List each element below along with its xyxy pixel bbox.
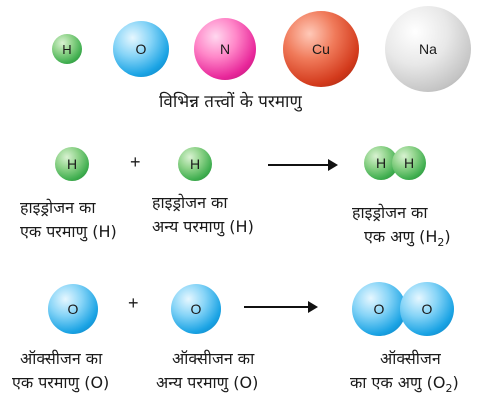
label-line: ऑक्सीजन	[380, 349, 441, 368]
label-line: अन्य परमाणु (O)	[156, 373, 259, 392]
o2-molecule-atom-1: O	[352, 282, 406, 336]
label-line: ऑक्सीजन का	[172, 349, 255, 368]
plus-sign: +	[128, 293, 139, 313]
hydrogen-atom-2: H	[178, 147, 212, 181]
label-line: का एक अणु (O2)	[350, 373, 459, 399]
subscript: 2	[437, 236, 445, 250]
label-close: )	[452, 373, 459, 392]
label-line: हाइड्रोजन का	[20, 198, 96, 217]
label-line: अन्य परमाणु (H)	[152, 217, 254, 236]
plus-sign: +	[130, 152, 141, 172]
label-line: हाइड्रोजन का	[352, 203, 428, 222]
copper-atom: Cu	[283, 11, 359, 87]
sodium-atom: Na	[385, 6, 471, 92]
reaction-arrow	[244, 301, 318, 313]
atom-symbol: Cu	[312, 41, 330, 57]
nitrogen-atom: N	[194, 18, 256, 80]
reaction-arrow	[268, 159, 338, 171]
atom-symbol: O	[190, 301, 202, 317]
atom-symbol: O	[135, 41, 147, 57]
oxygen-atom-2-label: ऑक्सीजन का अन्य परमाणु (O)	[156, 349, 258, 393]
atom-symbol: O	[67, 301, 79, 317]
atom-symbol: H	[403, 155, 415, 171]
hydrogen-atom-1: H	[55, 147, 89, 181]
o2-molecule-label: ऑक्सीजन का एक अणु (O2)	[350, 349, 459, 399]
label-line: ऑक्सीजन का	[20, 349, 103, 368]
atom-symbol: Na	[419, 41, 437, 57]
atom-symbol: H	[62, 41, 72, 57]
label-line: हाइड्रोजन का	[152, 193, 228, 212]
top-caption: विभिन्न तत्त्वों के परमाणु	[159, 92, 302, 112]
hydrogen-atom-2-label: हाइड्रोजन का अन्य परमाणु (H)	[152, 193, 254, 237]
label-line: एक परमाणु (O)	[12, 373, 110, 392]
atom-symbol: H	[66, 156, 78, 172]
o2-molecule-atom-2: O	[400, 282, 454, 336]
oxygen-atom-2: O	[171, 284, 221, 334]
atom-symbol: O	[373, 301, 385, 317]
h2-molecule-label: हाइड्रोजन का एक अणु (H2)	[352, 203, 451, 253]
label-text: का एक अणु (O	[350, 373, 446, 392]
label-text: एक अणु (H	[364, 227, 438, 246]
atom-symbol: H	[189, 156, 201, 172]
hydrogen-atom-1-label: हाइड्रोजन का एक परमाणु (H)	[20, 198, 117, 242]
oxygen-atom-1-label: ऑक्सीजन का एक परमाणु (O)	[12, 349, 109, 393]
oxygen-atom: O	[113, 21, 169, 77]
oxygen-atom-1: O	[48, 284, 98, 334]
label-line: एक परमाणु (H)	[20, 222, 117, 241]
subscript: 2	[445, 382, 453, 396]
atom-symbol: H	[375, 155, 387, 171]
atom-symbol: N	[219, 41, 231, 57]
label-line: एक अणु (H2)	[352, 227, 451, 253]
hydrogen-atom: H	[52, 34, 82, 64]
h2-molecule-atom-2: H	[392, 146, 426, 180]
label-close: )	[444, 227, 451, 246]
atom-symbol: O	[421, 301, 433, 317]
